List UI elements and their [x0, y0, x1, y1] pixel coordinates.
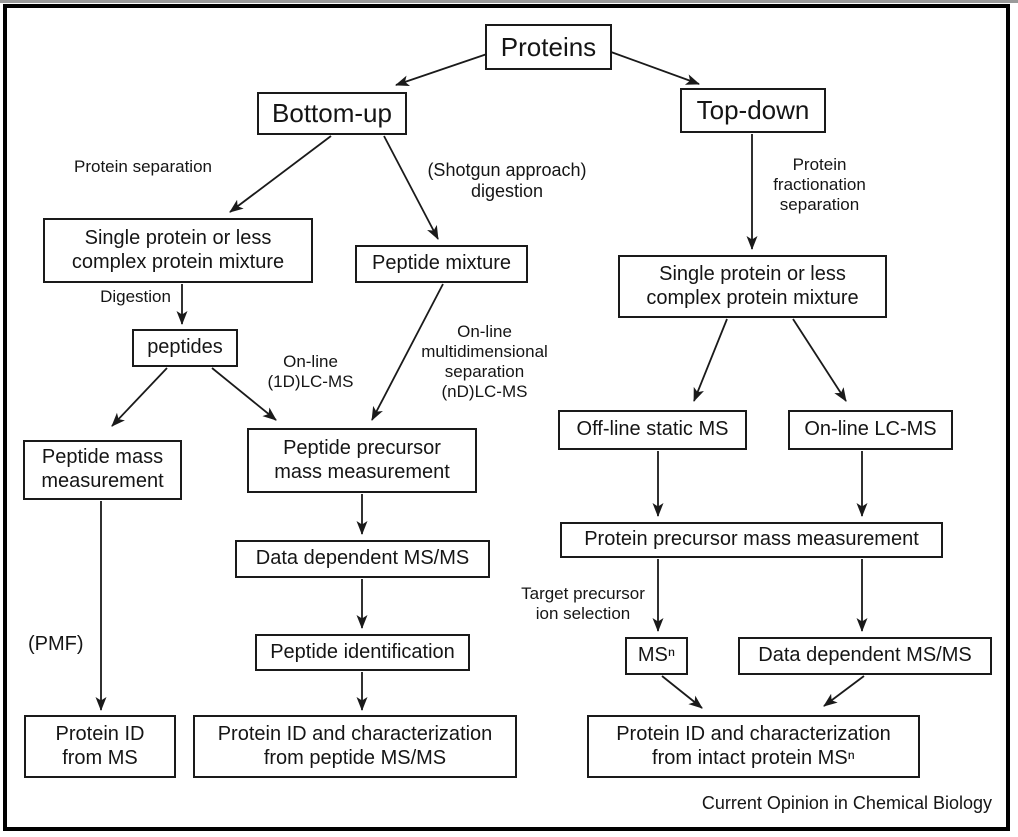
node-peptide-mass-measurement: Peptide mass measurement	[23, 440, 182, 500]
edge-datadep-proteinidintact	[823, 675, 865, 707]
label-protein-fractionation: Protein fractionation separation	[773, 155, 866, 215]
label-digestion: Digestion	[100, 287, 171, 306]
edge-peptides-precursor	[211, 367, 277, 421]
node-proteins: Proteins	[485, 24, 612, 70]
label-online-1d-lcms: On-line (1D)LC-MS	[267, 352, 354, 392]
edge-proteins-topdown	[610, 51, 700, 85]
edge-singleright-offline	[693, 318, 728, 402]
figure-border	[3, 4, 1010, 831]
label-online-multidimensional: On-line multidimensional separation (nD)…	[421, 322, 548, 402]
node-bottom-up: Bottom-up	[257, 92, 407, 135]
node-top-down: Top-down	[680, 88, 826, 133]
journal-credit: Current Opinion in Chemical Biology	[701, 793, 992, 813]
label-protein-separation: Protein separation	[74, 157, 212, 176]
node-protein-id-from-ms: Protein ID from MS	[24, 715, 176, 778]
edge-bottomup-peptidemix	[383, 135, 439, 240]
node-online-lc-ms: On-line LC-MS	[788, 410, 953, 450]
node-data-dependent-msms-middle: Data dependent MS/MS	[235, 540, 490, 578]
node-peptide-mixture: Peptide mixture	[355, 245, 528, 283]
edge-singleright-online	[792, 318, 847, 402]
node-protein-precursor-mass: Protein precursor mass measurement	[560, 522, 943, 558]
node-peptide-identification: Peptide identification	[255, 634, 470, 671]
node-protein-id-intact-msn: Protein ID and characterization from int…	[587, 715, 920, 778]
node-offline-static-ms: Off-line static MS	[558, 410, 747, 450]
node-msn: MSⁿ	[625, 637, 688, 675]
label-target-precursor-ion: Target precursor ion selection	[521, 584, 645, 624]
label-shotgun-digestion: (Shotgun approach) digestion	[427, 160, 587, 202]
edge-proteins-bottomup	[395, 53, 488, 87]
top-edge-strip	[0, 0, 1018, 3]
edge-bottomup-singleleft	[229, 135, 332, 213]
node-protein-id-peptide-msms: Protein ID and characterization from pep…	[193, 715, 517, 778]
edge-peptidemix-precursor	[371, 283, 444, 421]
edge-msn-proteinidintact	[661, 675, 703, 709]
edge-peptides-peptidemass	[111, 367, 168, 427]
node-data-dependent-msms-right: Data dependent MS/MS	[738, 637, 992, 675]
label-pmf: (PMF)	[28, 633, 84, 655]
node-peptides: peptides	[132, 329, 238, 367]
node-single-protein-right: Single protein or less complex protein m…	[618, 255, 887, 318]
node-single-protein-left: Single protein or less complex protein m…	[43, 218, 313, 283]
node-peptide-precursor-mass: Peptide precursor mass measurement	[247, 428, 477, 493]
